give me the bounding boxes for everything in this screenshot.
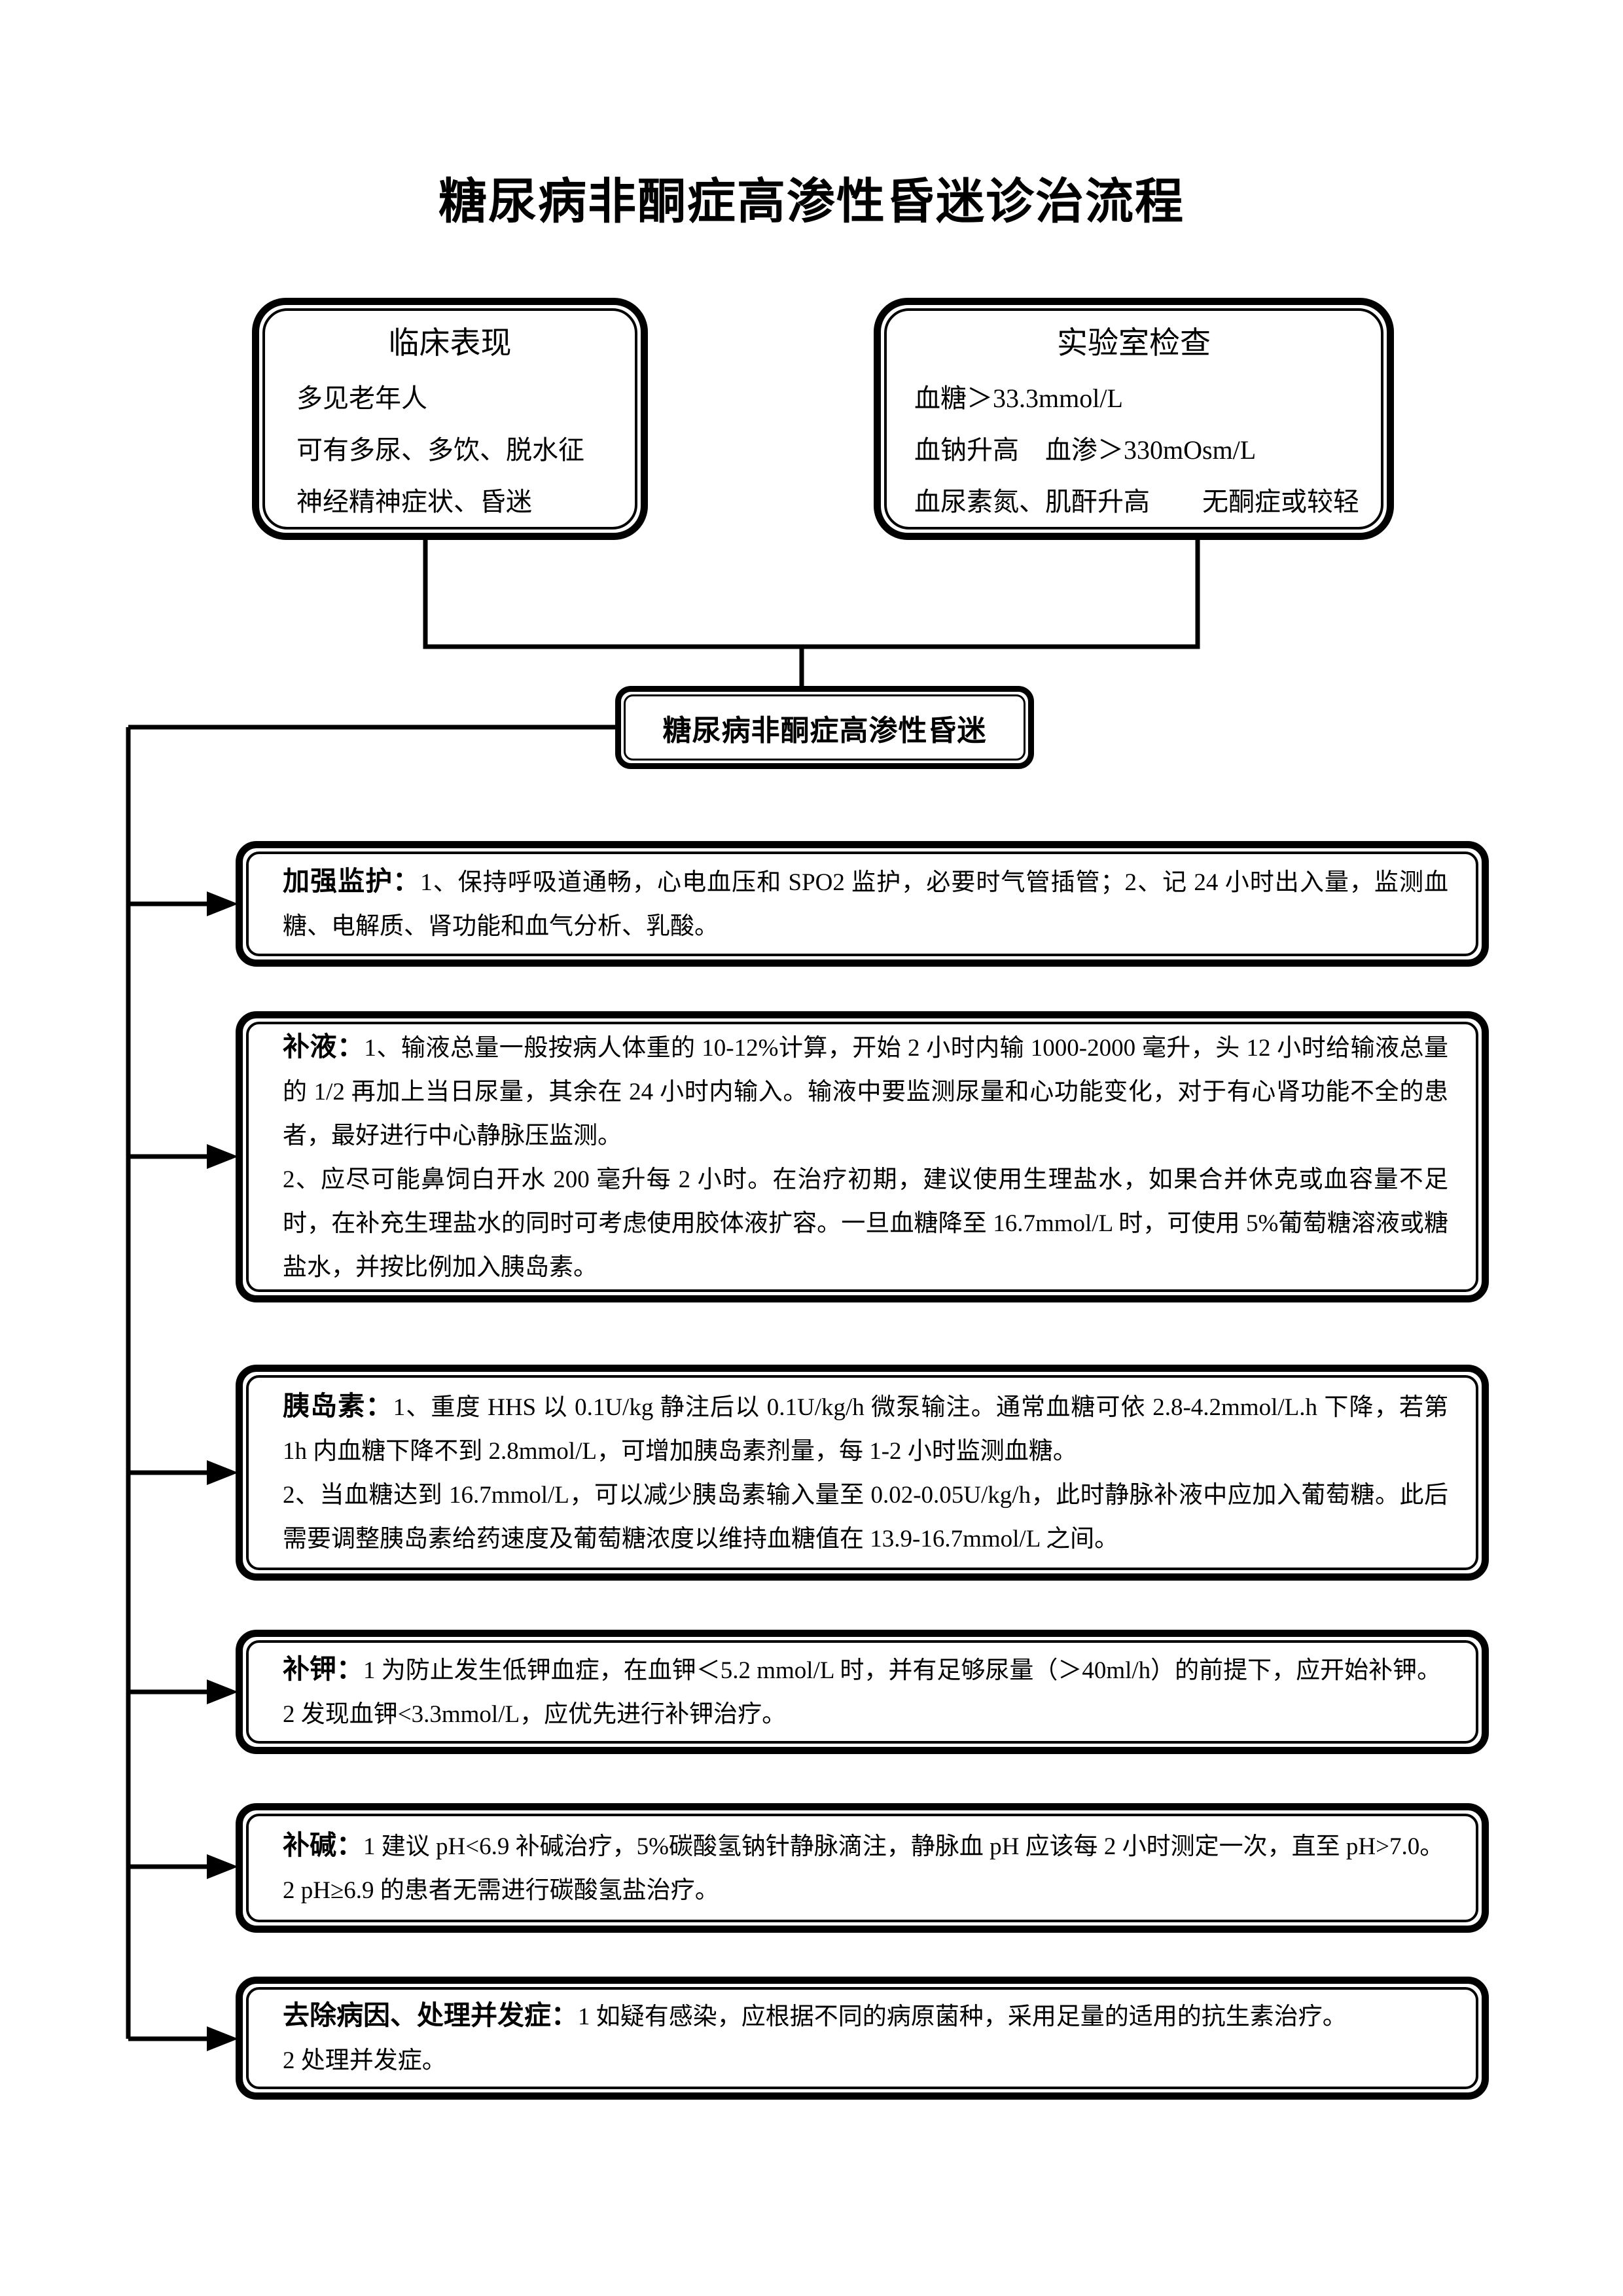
process-box-inner: 补液：1、输液总量一般按病人体重的 10-12%计算，开始 2 小时内输 100…	[246, 1022, 1478, 1292]
process-box-inner: 补碱：1 建议 pH<6.9 补碱治疗，5%碳酸氢钠针静脉滴注，静脉血 pH 应…	[246, 1814, 1478, 1922]
clinical-box: 临床表现 多见老年人 可有多尿、多饮、脱水征 神经精神症状、昏迷	[252, 298, 648, 540]
lab-box-title: 实验室检查	[1057, 327, 1211, 361]
arrow-right-icon	[207, 891, 238, 916]
process-text: 1 为防止发生低钾血症，在血钾＜5.2 mmol/L 时，并有足够尿量（＞40m…	[363, 1657, 1442, 1684]
arrow-right-icon	[207, 1144, 238, 1169]
process-box-inner: 补钾：1 为防止发生低钾血症，在血钾＜5.2 mmol/L 时，并有足够尿量（＞…	[246, 1640, 1478, 1744]
process-box-inner: 加强监护：1、保持呼吸道通畅，心电血压和 SPO2 监护，必要时气管插管；2、记…	[246, 852, 1478, 956]
process-label: 补钾：	[283, 1654, 363, 1684]
process-box-cause-complications: 去除病因、处理并发症：1 如疑有感染，应根据不同的病原菌种，采用足量的适用的抗生…	[236, 1977, 1489, 2100]
process-label: 加强监护：	[283, 866, 421, 896]
process-box-inner: 去除病因、处理并发症：1 如疑有感染，应根据不同的病原菌种，采用足量的适用的抗生…	[246, 1987, 1478, 2089]
process-label: 胰岛素：	[283, 1391, 393, 1421]
process-text: 1、输液总量一般按病人体重的 10-12%计算，开始 2 小时内输 1000-2…	[283, 1034, 1448, 1149]
process-label: 去除病因、处理并发症：	[283, 2000, 578, 2030]
lab-box-inner: 实验室检查 血糖＞33.3mmol/L 血钠升高 血渗＞330mOsm/L 血尿…	[884, 308, 1383, 529]
arrow-right-icon	[207, 1679, 238, 1704]
clinical-line: 神经精神症状、昏迷	[296, 487, 532, 516]
clinical-line: 多见老年人	[296, 384, 427, 413]
process-box-monitoring: 加强监护：1、保持呼吸道通畅，心电血压和 SPO2 监护，必要时气管插管；2、记…	[236, 841, 1489, 967]
arrow-right-icon	[207, 1854, 238, 1879]
process-text: 2、应尽可能鼻饲白开水 200 毫升每 2 小时。在治疗初期，建议使用生理盐水，…	[283, 1166, 1448, 1281]
diagnosis-box: 糖尿病非酮症高渗性昏迷	[615, 686, 1034, 769]
process-text: 2 pH≥6.9 的患者无需进行碳酸氢盐治疗。	[283, 1877, 719, 1904]
arrow-right-icon	[207, 1460, 238, 1485]
process-text: 1 建议 pH<6.9 补碱治疗，5%碳酸氢钠针静脉滴注，静脉血 pH 应该每 …	[363, 1833, 1444, 1860]
diagnosis-label: 糖尿病非酮症高渗性昏迷	[662, 714, 987, 747]
lab-line: 血糖＞33.3mmol/L	[914, 384, 1123, 413]
process-box-inner: 胰岛素：1、重度 HHS 以 0.1U/kg 静注后以 0.1U/kg/h 微泵…	[246, 1375, 1478, 1570]
process-text: 2 发现血钾<3.3mmol/L，应优先进行补钾治疗。	[283, 1701, 787, 1728]
arrow-right-icon	[207, 2026, 238, 2051]
process-box-alkali: 补碱：1 建议 pH<6.9 补碱治疗，5%碳酸氢钠针静脉滴注，静脉血 pH 应…	[236, 1803, 1489, 1933]
process-text: 1、重度 HHS 以 0.1U/kg 静注后以 0.1U/kg/h 微泵输注。通…	[283, 1394, 1449, 1465]
clinical-line: 可有多尿、多饮、脱水征	[296, 435, 584, 465]
clinical-box-inner: 临床表现 多见老年人 可有多尿、多饮、脱水征 神经精神症状、昏迷	[262, 308, 637, 529]
page-title: 糖尿病非酮症高渗性昏迷诊治流程	[438, 174, 1185, 228]
process-box-potassium: 补钾：1 为防止发生低钾血症，在血钾＜5.2 mmol/L 时，并有足够尿量（＞…	[236, 1630, 1489, 1754]
process-label: 补液：	[283, 1031, 365, 1062]
lab-line: 血尿素氮、肌酐升高 无酮症或较轻	[914, 487, 1359, 516]
process-box-fluid: 补液：1、输液总量一般按病人体重的 10-12%计算，开始 2 小时内输 100…	[236, 1011, 1489, 1302]
process-text: 2、当血糖达到 16.7mmol/L，可以减少胰岛素输入量至 0.02-0.05…	[283, 1482, 1448, 1552]
clinical-box-title: 临床表现	[388, 327, 512, 361]
process-text: 1 如疑有感染，应根据不同的病原菌种，采用足量的适用的抗生素治疗。	[578, 2003, 1347, 2030]
process-text: 2 处理并发症。	[283, 2047, 446, 2074]
diagnosis-box-inner: 糖尿病非酮症高渗性昏迷	[624, 694, 1026, 761]
process-box-insulin: 胰岛素：1、重度 HHS 以 0.1U/kg 静注后以 0.1U/kg/h 微泵…	[236, 1365, 1489, 1581]
lab-box: 实验室检查 血糖＞33.3mmol/L 血钠升高 血渗＞330mOsm/L 血尿…	[874, 298, 1394, 540]
lab-line: 血钠升高 血渗＞330mOsm/L	[914, 435, 1257, 465]
process-text: 1、保持呼吸道通畅，心电血压和 SPO2 监护，必要时气管插管；2、记 24 小…	[283, 869, 1449, 940]
process-label: 补碱：	[283, 1830, 363, 1860]
connector-line	[423, 540, 1200, 649]
